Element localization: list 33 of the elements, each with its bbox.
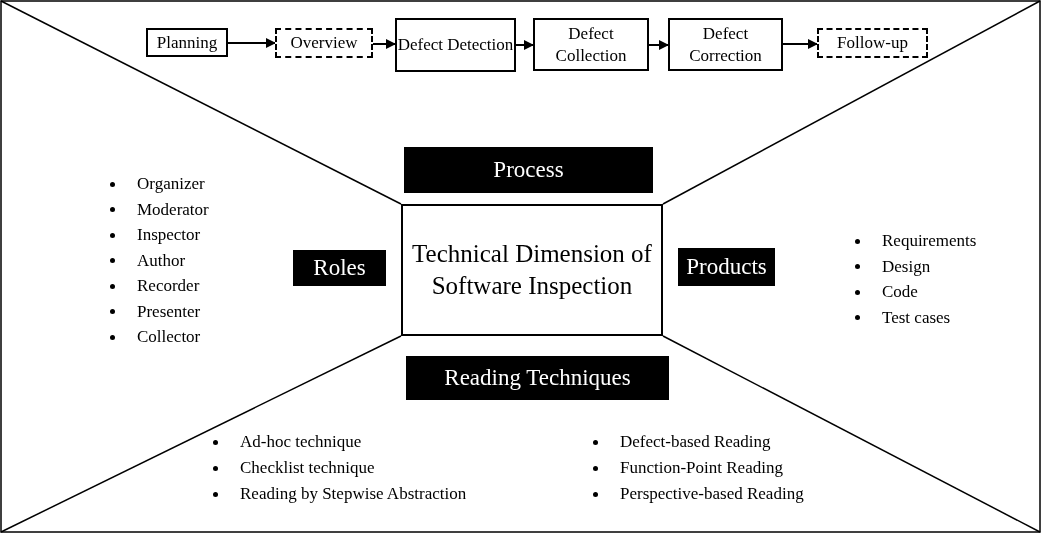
category-label: Roles: [293, 250, 386, 286]
arrow: [227, 38, 276, 48]
center-box: Technical Dimension of Software Inspection: [401, 204, 663, 336]
list-item: Moderator: [137, 198, 209, 221]
list-item: Defect-based Reading: [620, 431, 771, 453]
list-item: Checklist technique: [240, 457, 375, 479]
list-item: Test cases: [882, 306, 951, 329]
category-label: Reading Techniques: [406, 356, 669, 400]
list-item: Author: [137, 249, 186, 272]
category-label: Products: [678, 248, 775, 286]
process-box: Defect Correction: [668, 18, 783, 71]
process-box: Defect Detection: [395, 18, 516, 72]
list-item: Function-Point Reading: [620, 457, 783, 479]
list-item: Perspective-based Reading: [620, 483, 804, 505]
list-item: Inspector: [137, 224, 201, 246]
list-item: Collector: [137, 326, 201, 348]
list-item: Recorder: [137, 275, 200, 297]
list-item: Code: [882, 281, 918, 303]
category-label: Process: [404, 147, 653, 193]
list-item: Reading by Stepwise Abstraction: [240, 483, 467, 505]
arrow: [372, 39, 396, 49]
process-box: Planning: [146, 28, 228, 57]
optional-process-box: Follow-up: [817, 28, 928, 58]
arrow: [648, 40, 669, 50]
arrow: [782, 39, 818, 49]
arrow: [515, 40, 534, 50]
list-item: Requirements: [882, 230, 977, 252]
list-item: Design: [882, 255, 931, 278]
list-item: Presenter: [137, 300, 201, 323]
optional-process-box: Overview: [275, 28, 373, 58]
list-item: Organizer: [137, 173, 205, 195]
process-box: Defect Collection: [533, 18, 649, 71]
list-item: Ad-hoc technique: [240, 431, 362, 453]
